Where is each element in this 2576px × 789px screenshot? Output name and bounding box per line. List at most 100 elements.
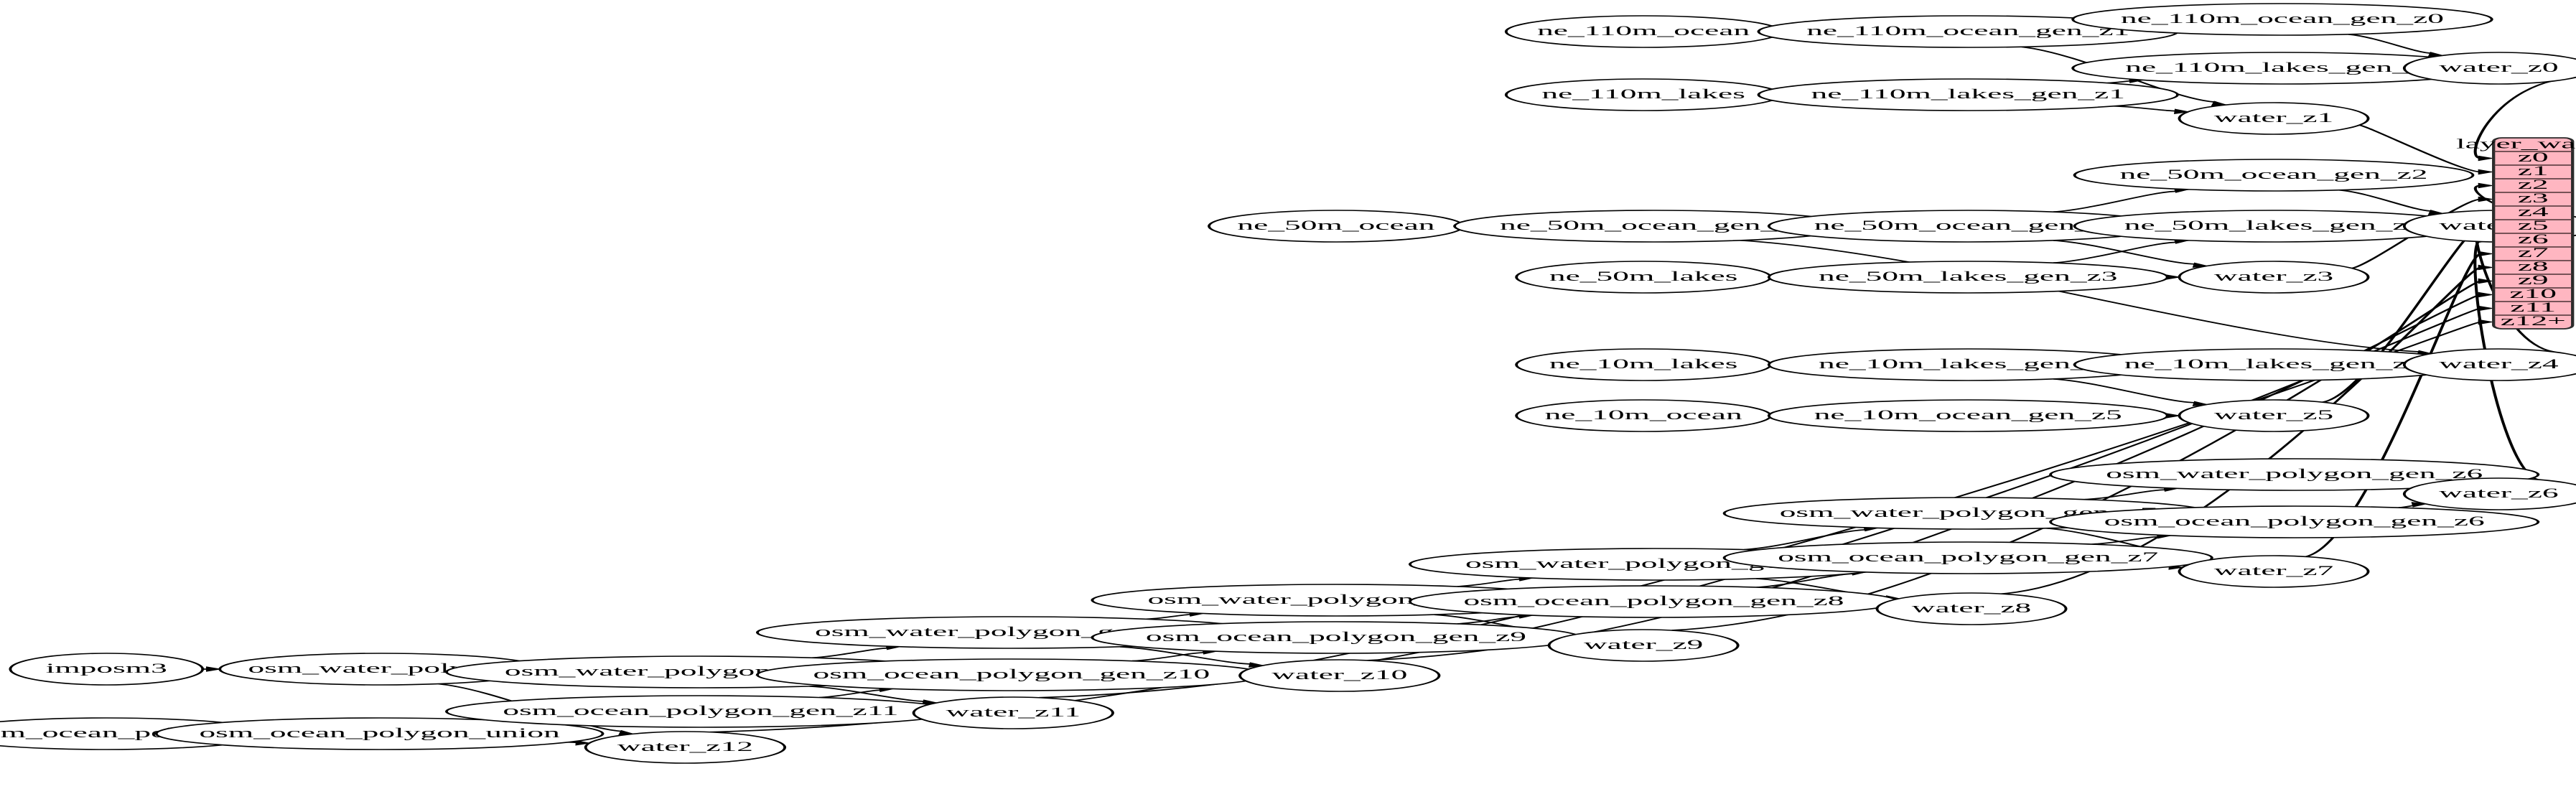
graph-node-ne_50m_ocean[interactable]: ne_50m_ocean: [1208, 210, 1465, 243]
graph-node-water_z5[interactable]: water_z5: [2178, 399, 2370, 432]
graph-node-ne_110m_ocean[interactable]: ne_110m_ocean: [1504, 15, 1783, 48]
graph-node-ne_10m_ocean[interactable]: ne_10m_ocean: [1515, 399, 1773, 432]
graph-node-water_z10[interactable]: water_z10: [1238, 659, 1441, 692]
graph-edge: [2473, 77, 2574, 162]
edge-line: [1131, 652, 1205, 662]
graph-node-ne_50m_lakes_gen_z3[interactable]: ne_50m_lakes_gen_z3: [1767, 261, 2169, 294]
edge-arrowhead: [2478, 182, 2495, 189]
node-shape: [1091, 621, 1582, 654]
graph-node-water_z4[interactable]: water_z4: [2402, 348, 2576, 381]
edge-line: [2053, 240, 2196, 265]
graph-node-water_z8[interactable]: water_z8: [1875, 592, 2068, 625]
graph-node-ne_110m_ocean_gen_z0[interactable]: ne_110m_ocean_gen_z0: [2071, 3, 2493, 36]
edge-line: [1740, 239, 2421, 353]
graph-edge: [2358, 124, 2495, 175]
graph-edge: [2053, 187, 2191, 213]
edge-line: [1146, 614, 1193, 620]
graph-node-osm_ocean_polygon_gen_z7[interactable]: osm_ocean_polygon_gen_z7: [1722, 541, 2213, 574]
edge-line: [2114, 105, 2177, 112]
edge-arrowhead: [575, 739, 592, 746]
node-shape: [1767, 261, 2169, 294]
graph-node-water_z11[interactable]: water_z11: [912, 696, 1114, 729]
node-shape: [154, 717, 605, 750]
node-shape: [2178, 102, 2370, 135]
graph-edge: [2084, 486, 2180, 500]
edge-line: [2053, 190, 2178, 213]
edge-arrowhead: [2411, 502, 2428, 508]
edge-arrowhead: [2173, 108, 2190, 114]
graph-node-imposm3[interactable]: imposm3: [9, 653, 205, 686]
graph-node-osm_ocean_polygon_gen_z8[interactable]: osm_ocean_polygon_gen_z8: [1408, 585, 1900, 618]
node-shape: [2402, 348, 2576, 381]
graph-edge: [202, 666, 223, 672]
node-shape: [1504, 78, 1783, 111]
graph-node-ne_50m_lakes[interactable]: ne_50m_lakes: [1515, 261, 1773, 294]
graph-node-osm_ocean_polygon_gen_z10[interactable]: osm_ocean_polygon_gen_z10: [755, 658, 1267, 691]
graph-node-osm_ocean_polygon_gen_z6[interactable]: osm_ocean_polygon_gen_z6: [2049, 505, 2540, 538]
edge-line: [2091, 536, 2160, 545]
edge-arrowhead: [1248, 662, 1266, 668]
node-shape: [2178, 399, 2370, 432]
edge-line: [1744, 529, 1867, 551]
graph-node-osm_ocean_polygon_gen_z11[interactable]: osm_ocean_polygon_gen_z11: [445, 695, 956, 728]
edge-line: [2348, 34, 2433, 54]
graph-node-water_z12[interactable]: water_z12: [584, 731, 787, 764]
graph-edge: [812, 644, 902, 659]
graph-edge: [809, 686, 939, 705]
node-shape: [2049, 458, 2540, 491]
graph-node-ne_10m_ocean_gen_z5[interactable]: ne_10m_ocean_gen_z5: [1767, 399, 2169, 432]
edge-line: [2358, 124, 2481, 173]
edge-arrowhead: [206, 666, 223, 672]
node-shape: [1238, 659, 1441, 692]
edge-arrowhead: [2478, 169, 2495, 175]
graph-node-water_z0[interactable]: water_z0: [2402, 52, 2576, 85]
node-shape: [2178, 261, 2370, 294]
edge-line: [2339, 189, 2433, 212]
nodes-layer: imposm3osm_water_polygonosm_ocean_polygo…: [0, 3, 2576, 764]
graph-edge: [2339, 189, 2445, 215]
node-shape: [2402, 477, 2576, 510]
graph-node-water_z3[interactable]: water_z3: [2178, 261, 2370, 294]
node-shape: [1504, 15, 1783, 48]
edge-line: [812, 647, 889, 659]
graph-edge: [1740, 239, 2434, 356]
graph-node-water_z9[interactable]: water_z9: [1547, 629, 1740, 662]
node-shape: [1767, 399, 2169, 432]
node-shape: [1722, 541, 2213, 574]
node-shape: [1208, 210, 1465, 243]
graph-node-ne_110m_lakes[interactable]: ne_110m_lakes: [1504, 78, 1783, 111]
edge-arrowhead: [2478, 319, 2495, 325]
graph-node-osm_ocean_polygon_gen_z9[interactable]: osm_ocean_polygon_gen_z9: [1091, 621, 1582, 654]
node-shape: [2073, 159, 2475, 192]
edge-line: [2053, 241, 2178, 263]
graph-node-ne_50m_ocean_gen_z2[interactable]: ne_50m_ocean_gen_z2: [2073, 159, 2475, 192]
graph-node-water_z1[interactable]: water_z1: [2178, 102, 2370, 135]
edge-arrowhead: [2478, 278, 2495, 284]
node-shape: [755, 658, 1267, 691]
edge-arrowhead: [2478, 291, 2495, 298]
node-shape: [1408, 585, 1900, 618]
graph-edge: [2114, 105, 2190, 114]
node-shape: [584, 731, 787, 764]
edge-line: [2084, 489, 2167, 500]
graph-node-water_z7[interactable]: water_z7: [2178, 555, 2370, 588]
edge-arrowhead: [2478, 155, 2495, 162]
node-shape: [1757, 78, 2179, 111]
node-shape: [1515, 261, 1773, 294]
edge-line: [1120, 646, 1252, 665]
edge-arrowhead: [2478, 196, 2495, 202]
edge-line: [1457, 579, 1522, 587]
node-shape: [1515, 399, 1773, 432]
graph-node-ne_110m_lakes_gen_z1[interactable]: ne_110m_lakes_gen_z1: [1757, 78, 2179, 111]
graph-node-water_z6[interactable]: water_z6: [2402, 477, 2576, 510]
edge-line: [2053, 378, 2196, 403]
graph-node-ne_10m_lakes[interactable]: ne_10m_lakes: [1515, 348, 1773, 381]
node-shape: [2049, 505, 2540, 538]
node-shape: [2402, 52, 2576, 85]
node-shape: [2071, 3, 2493, 36]
node-shape: [1547, 629, 1740, 662]
node-shape: [445, 695, 956, 728]
node-shape: [2178, 555, 2370, 588]
